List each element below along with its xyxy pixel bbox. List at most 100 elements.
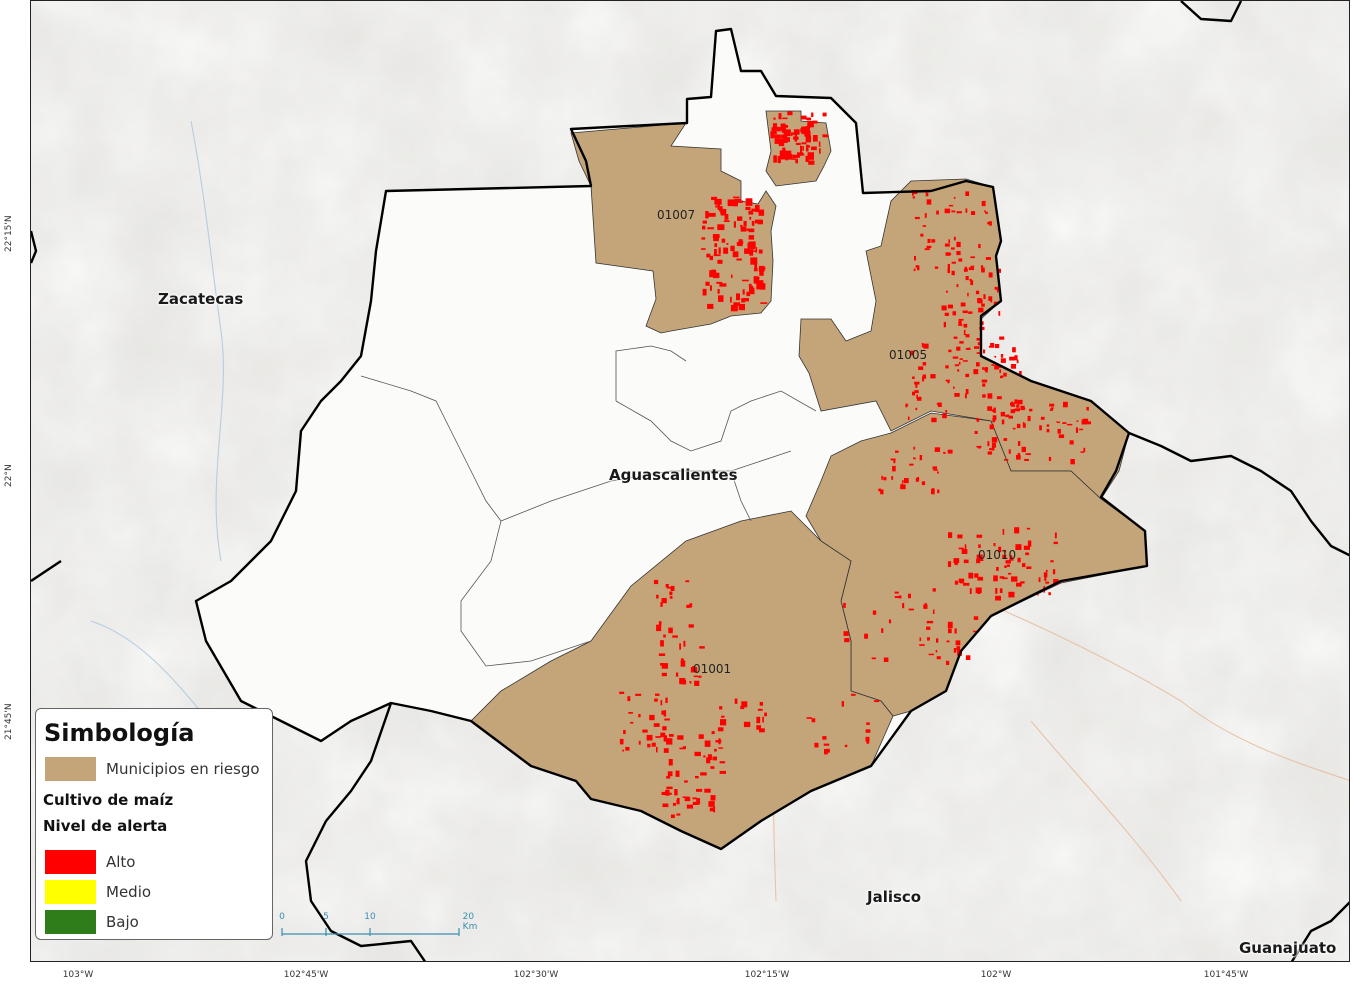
alert-patch-alto [1027, 540, 1032, 547]
alert-patch-alto [808, 160, 815, 165]
alert-patch-alto [656, 746, 658, 753]
alert-patch-alto [919, 637, 922, 641]
alert-patch-alto [917, 265, 920, 271]
alert-patch-alto [947, 449, 953, 454]
municipal-borders [360, 345, 817, 667]
alert-patch-alto [753, 276, 759, 283]
alert-patch-alto [709, 285, 712, 291]
alert-patch-alto [807, 120, 814, 128]
alert-patch-alto [894, 591, 899, 594]
alert-patch-alto [1014, 527, 1020, 534]
alert-patch-alto [1053, 579, 1059, 585]
alert-patch-alto [921, 481, 926, 486]
alert-patch-alto [844, 638, 850, 643]
alert-patch-alto [690, 667, 698, 673]
alert-patch-alto [987, 407, 990, 409]
lat-label-22: 22°N [4, 464, 14, 487]
alert-patch-alto [751, 220, 755, 226]
alert-patch-alto [708, 801, 715, 807]
alert-patch-alto [844, 744, 848, 748]
alert-patch-alto [661, 791, 668, 795]
alert-patch-alto [1046, 424, 1050, 427]
alert-patch-alto [689, 603, 693, 608]
municipio-01007[interactable] [570, 122, 777, 334]
alert-patch-alto [912, 376, 915, 379]
alert-patch-alto [934, 266, 939, 269]
label-jalisco: Jalisco [867, 888, 922, 906]
alert-patch-alto [1010, 364, 1016, 369]
alert-patch-alto [787, 111, 793, 116]
alert-patch-alto [712, 756, 717, 761]
alert-patch-alto [710, 795, 716, 801]
alert-patch-alto [976, 534, 983, 538]
alert-patch-alto [630, 721, 634, 724]
alert-patch-alto [944, 312, 949, 316]
lon-label-102-45: 102°45'W [283, 970, 329, 980]
alert-patch-alto [951, 261, 956, 264]
alert-patch-alto [755, 247, 758, 253]
alert-patch-alto [962, 360, 968, 362]
alert-patch-alto [625, 746, 630, 751]
alert-patch-alto [985, 257, 991, 260]
alert-patch-alto [913, 268, 916, 272]
alert-patch-alto [802, 146, 804, 151]
alert-patch-alto [963, 329, 966, 336]
lon-label-102-15: 102°15'W [744, 970, 790, 980]
alert-patch-alto [1038, 577, 1041, 582]
alert-patch-alto [662, 726, 667, 731]
alert-patch-alto [778, 113, 782, 120]
alert-patch-alto [1014, 355, 1018, 361]
alert-patch-alto [891, 476, 894, 480]
legend-alert-title: Nivel de alerta [43, 817, 168, 835]
alert-patch-alto [757, 708, 763, 711]
alert-patch-alto [968, 311, 973, 314]
alert-patch-alto [960, 579, 964, 584]
alert-patch-alto [740, 705, 745, 710]
alert-patch-alto [878, 488, 882, 492]
alert-patch-alto [802, 131, 810, 135]
alert-patch-alto [981, 267, 985, 273]
alert-patch-alto [914, 216, 920, 220]
alert-patch-alto [718, 247, 721, 254]
alert-patch-alto [954, 393, 960, 397]
alert-patch-alto [658, 621, 662, 626]
alert-patch-alto [661, 710, 665, 715]
alert-patch-alto [746, 291, 751, 297]
alert-patch-alto [662, 803, 669, 808]
alert-patch-alto [926, 199, 932, 205]
alert-patch-alto [996, 567, 999, 571]
alert-patch-alto [956, 251, 961, 256]
alert-patch-alto [997, 366, 1002, 368]
alert-patch-alto [973, 369, 979, 375]
alert-patch-alto [806, 145, 810, 148]
alert-patch-alto [706, 757, 711, 764]
alert-patch-alto [951, 210, 956, 213]
alert-patch-alto [962, 310, 968, 314]
alert-patch-alto [965, 393, 967, 399]
alert-patch-alto [946, 290, 948, 293]
alert-patch-alto [984, 210, 986, 213]
alert-patch-alto [922, 225, 926, 227]
alert-patch-alto [718, 295, 724, 302]
legend-swatch-municipios [45, 757, 96, 781]
alert-patch-alto [872, 610, 877, 615]
alert-patch-alto [989, 424, 994, 430]
alert-patch-alto [981, 200, 986, 207]
alert-patch-alto [978, 307, 984, 313]
alert-patch-alto [1027, 415, 1031, 422]
alert-patch-alto [622, 749, 625, 752]
alert-patch-alto [1002, 554, 1007, 558]
alert-patch-alto [941, 305, 947, 311]
alert-patch-alto [730, 304, 738, 312]
alert-patch-alto [684, 796, 691, 802]
legend-swatch-bajo [45, 910, 96, 934]
alert-patch-alto [716, 281, 723, 284]
alert-patch-alto [965, 348, 968, 350]
lon-label-102: 102°W [980, 970, 1012, 980]
alert-patch-alto [841, 701, 844, 707]
alert-patch-alto [969, 588, 972, 594]
alert-patch-alto [723, 220, 730, 222]
alert-patch-alto [780, 156, 787, 160]
alert-patch-alto [866, 740, 870, 744]
alert-patch-alto [1022, 422, 1025, 428]
